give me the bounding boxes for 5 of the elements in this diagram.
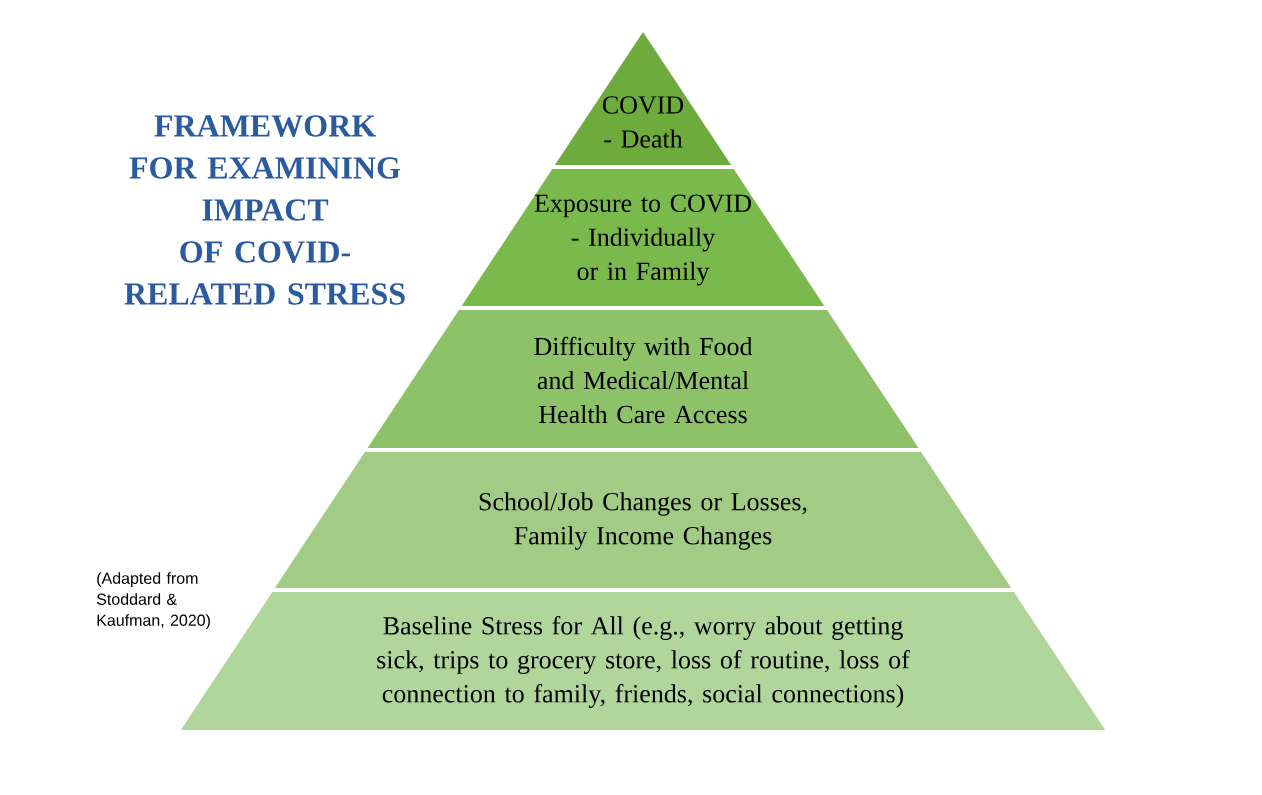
pyramid-layer: Difficulty with Food and Medical/Mental Health Care Access	[367, 310, 919, 448]
title: FRAMEWORK FOR EXAMINING IMPACT OF COVID- RELATED STRESS	[124, 115, 405, 305]
pyramid-layer: COVID - Death	[554, 32, 732, 165]
pyramid-layer: Exposure to COVID - Individually or in Family	[461, 169, 825, 306]
pyramid-layer: School/Job Changes or Losses, Family Income Changes	[274, 452, 1012, 588]
